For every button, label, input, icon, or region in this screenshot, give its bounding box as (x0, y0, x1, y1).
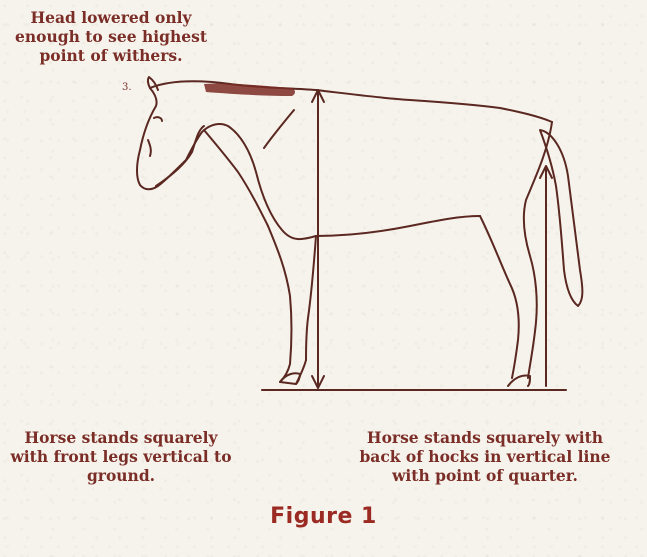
front-vertical-arrow (312, 90, 324, 388)
head-position-note: Head lowered only enough to see highest … (6, 8, 216, 65)
corner-mark: 3. (122, 82, 132, 93)
back-vertical-arrow (540, 166, 552, 386)
mane-shading (204, 83, 295, 96)
front-legs-note: Horse stands squarely with front legs ve… (6, 428, 236, 485)
figure-caption: Figure 1 (0, 504, 647, 529)
hind-legs-note: Horse stands squarely with back of hocks… (345, 428, 625, 485)
horse-outline (137, 77, 582, 386)
